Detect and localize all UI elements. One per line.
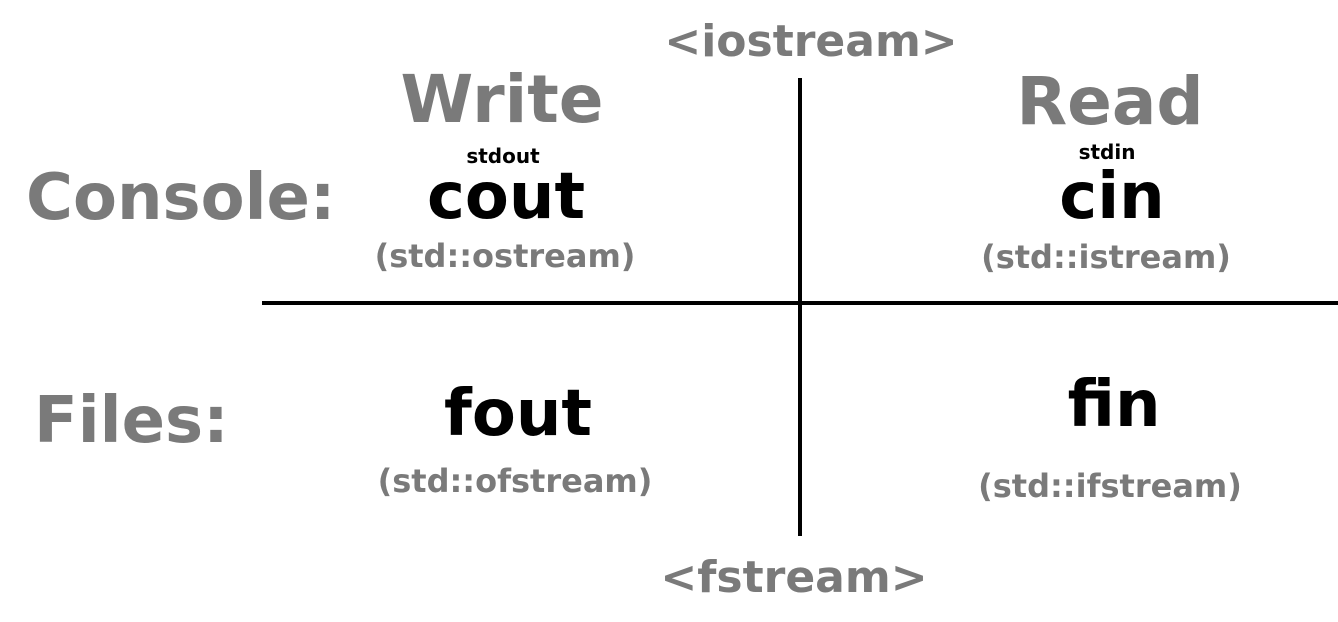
cin-object: cin bbox=[1059, 160, 1165, 234]
iostream-header: <iostream> bbox=[664, 16, 958, 67]
ofstream-class: (std::ofstream) bbox=[377, 462, 653, 500]
ostream-class: (std::ostream) bbox=[374, 237, 636, 275]
fout-object: fout bbox=[444, 377, 592, 451]
files-row-heading: Files: bbox=[34, 384, 229, 458]
write-column-heading: Write bbox=[400, 61, 604, 138]
fstream-header: <fstream> bbox=[660, 552, 928, 603]
vertical-divider bbox=[798, 78, 802, 536]
ifstream-class: (std::ifstream) bbox=[978, 467, 1242, 505]
fin-object: fin bbox=[1067, 368, 1161, 442]
stdin-label: stdin bbox=[1078, 140, 1136, 164]
stdout-label: stdout bbox=[466, 144, 540, 168]
istream-class: (std::istream) bbox=[981, 238, 1231, 276]
console-row-heading: Console: bbox=[26, 161, 336, 235]
read-column-heading: Read bbox=[1016, 63, 1204, 140]
cout-object: cout bbox=[426, 160, 586, 234]
